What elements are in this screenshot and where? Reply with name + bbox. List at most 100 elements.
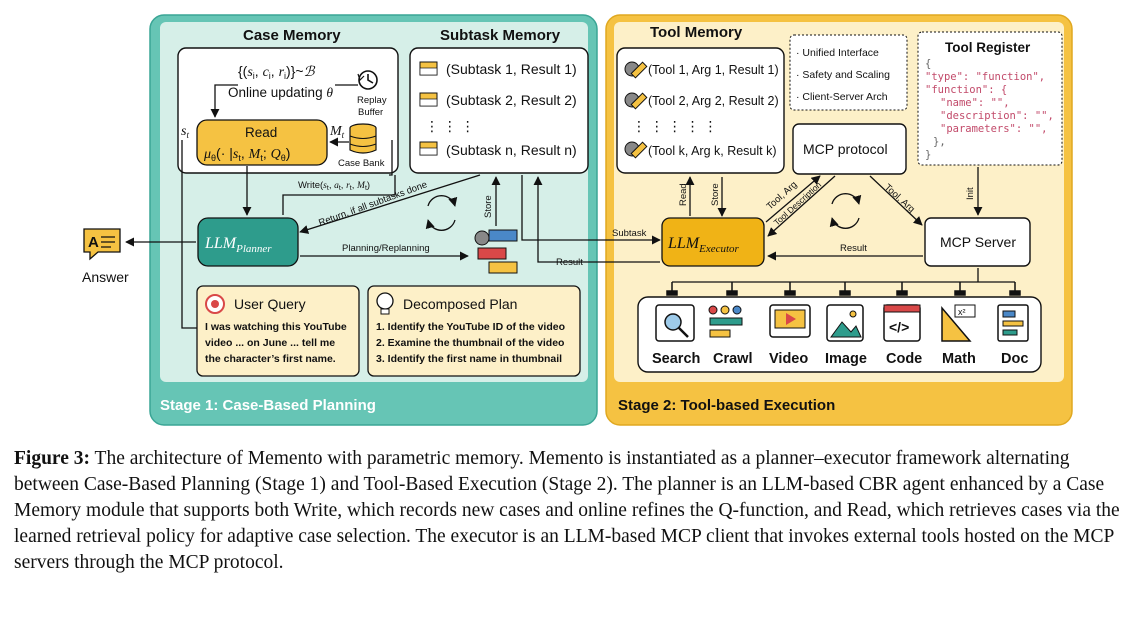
tool-row: (Tool 2, Arg 2, Result 2) [648, 94, 779, 108]
plug-connector-icon [784, 282, 796, 296]
tool-row: (Tool k, Arg k, Result k) [648, 144, 777, 158]
folder-icon [419, 92, 438, 107]
planning-label: Planning/Replanning [342, 243, 430, 254]
plan-line: 2. Examine the thumbnail of the video [376, 337, 564, 349]
tool-item-doc: Doc [997, 304, 1029, 367]
tool-ellipsis: ⋮ ⋮ ⋮ ⋮ ⋮ [632, 118, 718, 134]
tool-label: Image [825, 351, 867, 367]
tool-item-math: x² Math [941, 304, 976, 367]
json-line: { [925, 58, 931, 70]
store-label-1: Store [483, 195, 494, 218]
json-line: "parameters": "", [940, 123, 1047, 135]
tool-item-code: </> Code [883, 304, 922, 367]
case-bank-label: Case Bank [338, 158, 385, 169]
answer-node: A Answer [82, 228, 129, 285]
llm-executor-node: LLMExecutor [661, 217, 765, 267]
caption-text: The architecture of Memento with paramet… [14, 448, 1120, 573]
tool-label: Video [769, 351, 808, 367]
json-line: "description": "", [940, 110, 1054, 122]
tool-item-image: Image [825, 304, 867, 367]
result-label-1: Result [556, 257, 583, 268]
tool-row: (Tool 1, Arg 1, Result 1) [648, 63, 779, 77]
tool-label: Crawl [713, 351, 753, 367]
case-memory-title: Case Memory [243, 27, 341, 44]
decomposed-plan-box: Decomposed Plan 1. Identify the YouTube … [367, 285, 581, 377]
tool-memory-title: Tool Memory [650, 24, 743, 41]
tools-icon [624, 61, 648, 79]
svg-text:</>: </> [889, 319, 909, 335]
subtask-ellipsis: ⋮ ⋮ ⋮ [425, 118, 475, 134]
read-label: Read [245, 125, 277, 140]
user-query-title: User Query [234, 296, 306, 312]
s-t-label: st [181, 124, 189, 140]
subtask-row: (Subtask 2, Result 2) [446, 92, 577, 108]
tool-item-video: Video [769, 304, 811, 367]
feature-item: · Unified Interface [796, 47, 879, 59]
json-line: "type": "function", [925, 71, 1045, 83]
plug-connector-icon [896, 282, 908, 296]
subtask-memory-title: Subtask Memory [440, 27, 561, 44]
store-label-2: Store [710, 183, 721, 206]
answer-label: Answer [82, 269, 129, 285]
json-line: } [925, 149, 931, 161]
user-query-box: User Query I was watching this YouTube v… [196, 285, 360, 377]
task-list-icon [474, 229, 518, 274]
tool-register-title: Tool Register [945, 40, 1031, 55]
plan-line: 3. Identify the first name in thumbnail [376, 353, 562, 365]
tools-icon [624, 141, 648, 159]
crawl-icon [708, 305, 743, 338]
target-icon [205, 294, 225, 314]
read-formula: μθ(· |st, Mt; Qθ) [203, 145, 290, 163]
stage2-label: Stage 2: Tool-based Execution [618, 397, 835, 414]
features-box: · Unified Interface · Safety and Scaling… [789, 34, 908, 111]
svg-text:A: A [88, 234, 99, 251]
tool-memory-box: Tool Memory (Tool 1, Arg 1, Result 1) (T… [616, 24, 785, 174]
doc-icon [997, 304, 1029, 342]
mcp-protocol-node: MCP protocol [792, 123, 907, 175]
tool-label: Code [886, 351, 922, 367]
plug-connector-icon [1009, 282, 1021, 296]
stage1-label: Stage 1: Case-Based Planning [160, 397, 376, 414]
plug-connector-icon [954, 282, 966, 296]
plan-title: Decomposed Plan [403, 296, 517, 312]
replay-label-2: Buffer [358, 107, 383, 118]
subtask-label: Subtask [612, 228, 647, 239]
tool-register-box: Tool Register { "type": "function", "fun… [917, 31, 1063, 166]
math-icon: x² [941, 304, 976, 342]
read-box [196, 119, 328, 166]
tool-item-crawl: Crawl [708, 305, 753, 367]
caption-label: Figure 3: [14, 448, 91, 469]
subtask-row: (Subtask n, Result n) [446, 142, 577, 158]
tool-item-search: Search [652, 304, 700, 367]
svg-text:x²: x² [958, 307, 966, 317]
replay-label-1: Replay [357, 95, 387, 106]
init-label: Init [965, 187, 976, 200]
search-icon [664, 313, 682, 331]
mcp-server-label: MCP Server [940, 234, 1016, 250]
plan-line: 1. Identify the YouTube ID of the video [376, 321, 565, 333]
plug-connector-icon [726, 282, 738, 296]
case-bank-db-icon [349, 123, 377, 154]
cycle-icon [425, 195, 458, 231]
folder-icon [419, 141, 438, 156]
user-query-line: the character’s first name. [205, 353, 336, 365]
plug-connector-icon [839, 282, 851, 296]
m-t-label: Mt [329, 124, 345, 140]
llm-planner-node: LLMPlanner [197, 217, 299, 267]
tools-icon [624, 92, 648, 110]
tool-label: Doc [1001, 351, 1028, 367]
case-formula: {(si, ci, ri)}~ℬ [238, 63, 316, 81]
subtask-row: (Subtask 1, Result 1) [446, 61, 577, 77]
tool-label: Search [652, 351, 700, 367]
mcp-server-node: MCP Server [924, 217, 1031, 267]
feature-item: · Client-Server Arch [796, 91, 888, 103]
read-label-2: Read [678, 183, 689, 206]
user-query-line: video ... on June ... tell me [205, 337, 335, 349]
mcp-protocol-label: MCP protocol [803, 141, 888, 157]
user-query-line: I was watching this YouTube [205, 321, 347, 333]
json-line: "function": { [925, 84, 1007, 96]
write-label: Write(st, at, rt, Mt) [298, 180, 370, 192]
figure-caption: Figure 3: The architecture of Memento wi… [14, 446, 1132, 576]
folder-icon [419, 61, 438, 76]
online-updating: Online updating θ [228, 85, 333, 100]
